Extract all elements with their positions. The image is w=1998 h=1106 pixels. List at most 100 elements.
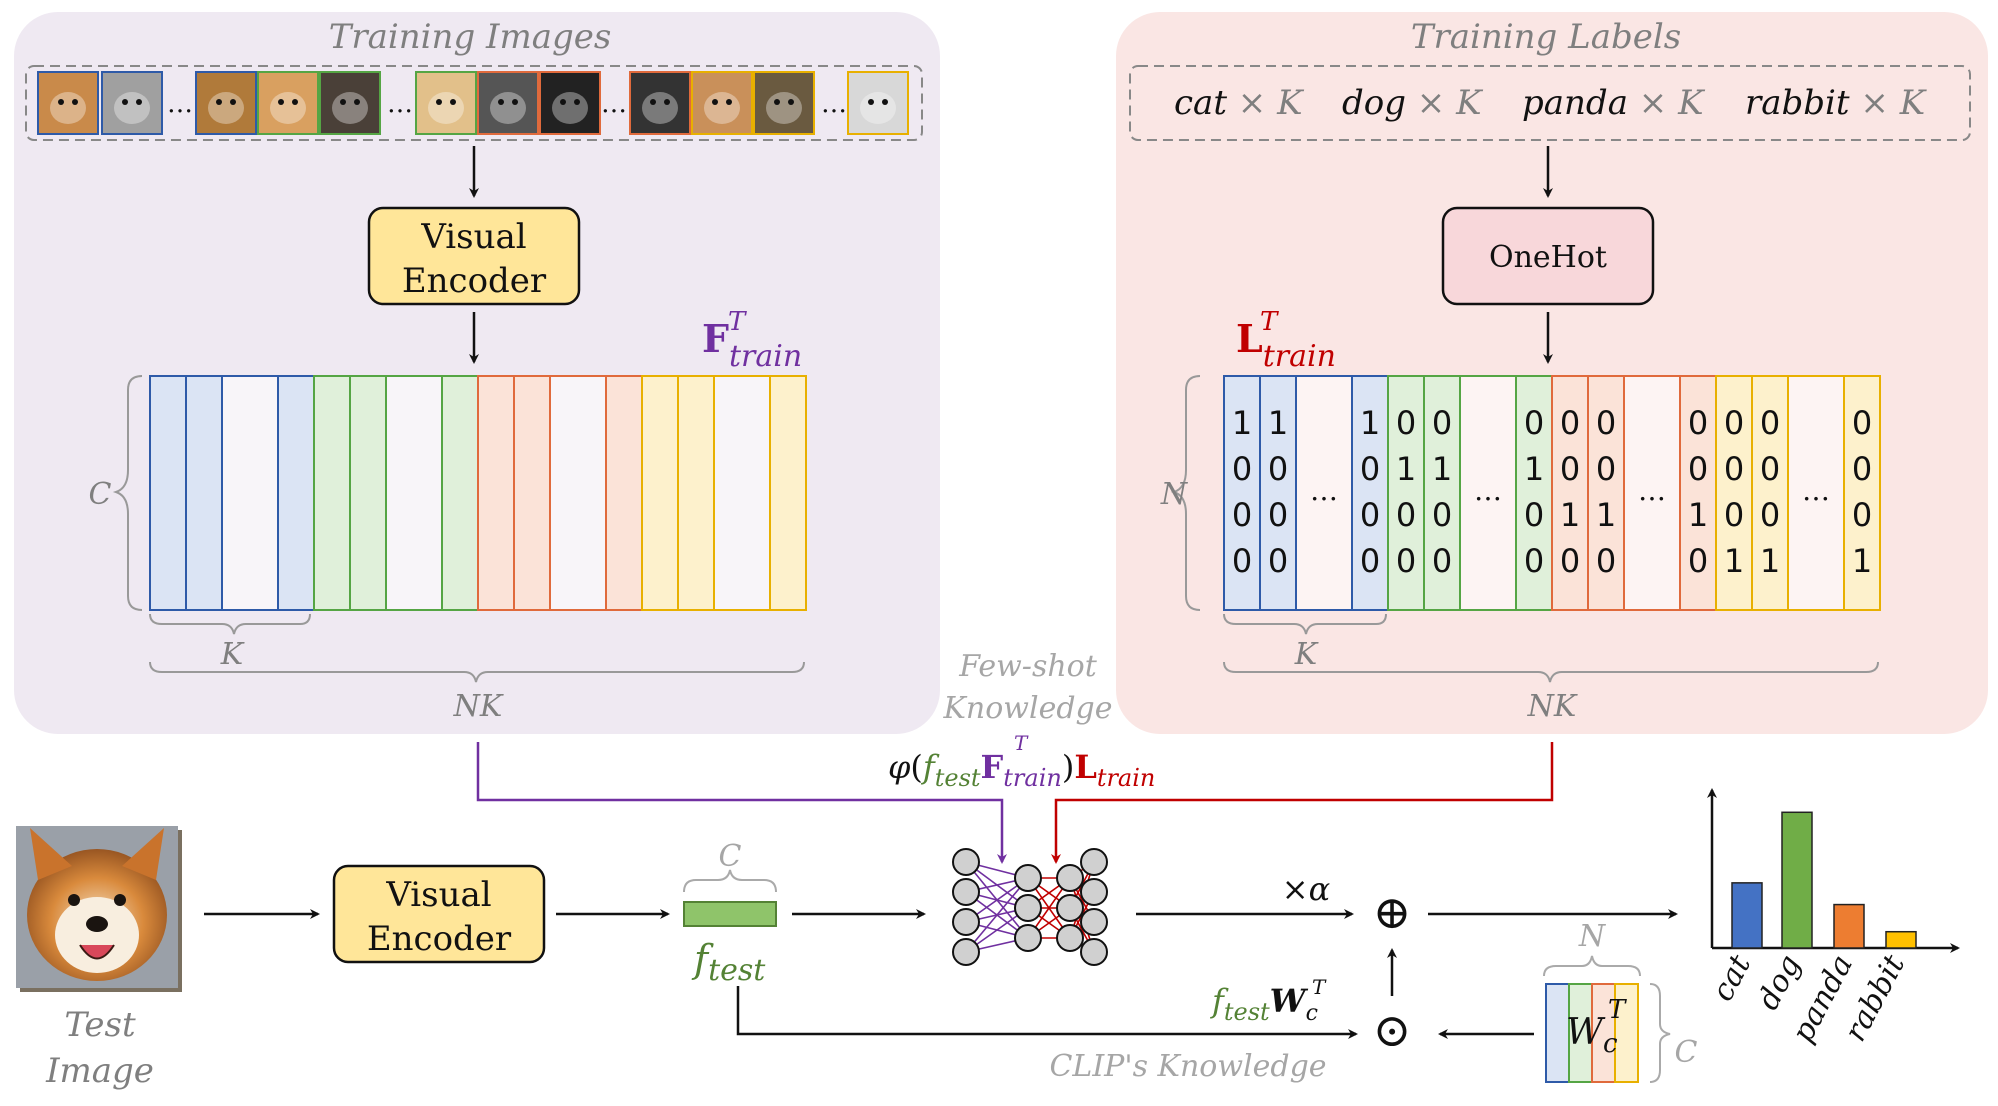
visual-encoder-bottom-line1: Visual bbox=[385, 875, 491, 915]
brace-n-labels bbox=[1170, 375, 1201, 611]
visual-encoder-bottom bbox=[332, 864, 546, 964]
feature-column-dog bbox=[441, 375, 479, 611]
clip-weight-matrix bbox=[1545, 983, 1639, 1083]
feature-column-cat bbox=[221, 375, 279, 611]
l-train-label: Ltrain bbox=[1236, 316, 1336, 374]
label-column-dog bbox=[1387, 375, 1425, 611]
dim-c-features: C bbox=[89, 477, 112, 512]
f-train-label: Ftrain bbox=[702, 316, 802, 374]
feature-column-cat bbox=[185, 375, 223, 611]
onehot-bit: 1 bbox=[1268, 404, 1288, 442]
training-label-rabbit: rabbit × K bbox=[1745, 83, 1928, 123]
network-node bbox=[1014, 864, 1042, 892]
training-image-thumb bbox=[539, 71, 601, 135]
network-node bbox=[1056, 864, 1084, 892]
training-image-thumbnails: ………… bbox=[37, 71, 909, 135]
cache-network bbox=[952, 848, 1108, 966]
brace-nk-features bbox=[149, 661, 805, 683]
onehot-bit: 0 bbox=[1596, 542, 1616, 580]
training-image-thumb bbox=[753, 71, 815, 135]
onehot-bit: 0 bbox=[1596, 450, 1616, 488]
alpha-scale: ×α bbox=[1282, 870, 1330, 908]
feature-column-panda bbox=[605, 375, 643, 611]
onehot-bit: 0 bbox=[1232, 450, 1252, 488]
dim-k-features: K bbox=[220, 637, 245, 672]
bar-panda bbox=[1833, 903, 1865, 949]
onehot-bit: 0 bbox=[1852, 404, 1872, 442]
onehot-bit: 1 bbox=[1396, 450, 1416, 488]
onehot-bit: 0 bbox=[1524, 542, 1544, 580]
brace-c-ftest bbox=[683, 869, 777, 893]
onehot-bit: 0 bbox=[1852, 450, 1872, 488]
onehot-bit: 0 bbox=[1432, 496, 1452, 534]
training-image-thumb bbox=[37, 71, 99, 135]
test-image-line2: Image bbox=[45, 1051, 154, 1091]
clip-knowledge-label: CLIP's Knowledge bbox=[1049, 1049, 1326, 1084]
onehot-bit: 0 bbox=[1688, 404, 1708, 442]
feature-column-dog bbox=[385, 375, 443, 611]
onehot-bit: 0 bbox=[1432, 404, 1452, 442]
network-node bbox=[1080, 938, 1108, 966]
odot-symbol: ⊙ bbox=[1373, 1003, 1412, 1057]
bar-cat bbox=[1731, 882, 1763, 949]
thumb-ellipsis: … bbox=[601, 89, 627, 119]
brace-k-labels bbox=[1223, 613, 1387, 635]
bar-rabbit bbox=[1885, 930, 1917, 949]
few-shot-line1: Few-shot bbox=[958, 649, 1098, 684]
dim-k-labels: K bbox=[1294, 637, 1319, 672]
onehot-bit: 0 bbox=[1760, 450, 1780, 488]
network-node bbox=[952, 908, 980, 936]
training-image-thumb bbox=[101, 71, 163, 135]
visual-encoder-top-line1: Visual bbox=[420, 217, 526, 257]
onehot-bit: 0 bbox=[1232, 496, 1252, 534]
wc-label: Wc bbox=[1566, 1012, 1618, 1059]
onehot-bit: 1 bbox=[1232, 404, 1252, 442]
onehot-bit: 0 bbox=[1232, 542, 1252, 580]
onehot-bit: 1 bbox=[1724, 542, 1744, 580]
label-column-panda bbox=[1551, 375, 1589, 611]
onehot-bit: 0 bbox=[1396, 542, 1416, 580]
onehot-bit: 1 bbox=[1524, 450, 1544, 488]
dim-c-ftest: C bbox=[719, 839, 742, 874]
training-label-panda: panda × K bbox=[1522, 83, 1706, 123]
onehot-bit: 0 bbox=[1688, 450, 1708, 488]
training-label-dog: dog × K bbox=[1342, 83, 1484, 123]
few-shot-label-path bbox=[1051, 742, 1554, 864]
training-image-thumb bbox=[319, 71, 381, 135]
onehot-bit: 0 bbox=[1360, 496, 1380, 534]
onehot-bit: 1 bbox=[1760, 542, 1780, 580]
label-column-dog bbox=[1423, 375, 1461, 611]
training-image-thumb bbox=[629, 71, 691, 135]
affinity-formula-sup: T bbox=[1014, 731, 1029, 755]
onehot-bit: 0 bbox=[1268, 450, 1288, 488]
feature-column-panda bbox=[477, 375, 515, 611]
onehot-bit: 0 bbox=[1596, 404, 1616, 442]
label-column-rabbit bbox=[1751, 375, 1789, 611]
onehot-bit: 0 bbox=[1560, 542, 1580, 580]
training-image-thumb bbox=[847, 71, 909, 135]
network-node bbox=[952, 938, 980, 966]
column-ellipsis: … bbox=[1310, 474, 1338, 507]
network-node bbox=[1014, 894, 1042, 922]
feature-column-dog bbox=[313, 375, 351, 611]
network-node bbox=[952, 878, 980, 906]
network-node bbox=[1056, 894, 1084, 922]
network-node bbox=[1080, 878, 1108, 906]
oplus-symbol: ⊕ bbox=[1373, 885, 1412, 939]
network-node bbox=[1080, 848, 1108, 876]
brace-k-features bbox=[149, 613, 311, 635]
onehot-bit: 0 bbox=[1524, 404, 1544, 442]
onehot-bit: 1 bbox=[1360, 404, 1380, 442]
brace-n-wc bbox=[1543, 955, 1641, 977]
feature-column-rabbit bbox=[713, 375, 771, 611]
bar-dog bbox=[1781, 811, 1813, 949]
network-node bbox=[1056, 924, 1084, 952]
onehot-bit: 1 bbox=[1432, 450, 1452, 488]
feature-matrix bbox=[149, 375, 807, 611]
l-train-sup: T bbox=[1260, 307, 1279, 337]
visual-encoder-top-line2: Encoder bbox=[402, 261, 547, 301]
dim-nk-labels: NK bbox=[1527, 689, 1578, 724]
training-image-thumb bbox=[477, 71, 539, 135]
test-image-line1: Test bbox=[64, 1005, 136, 1045]
